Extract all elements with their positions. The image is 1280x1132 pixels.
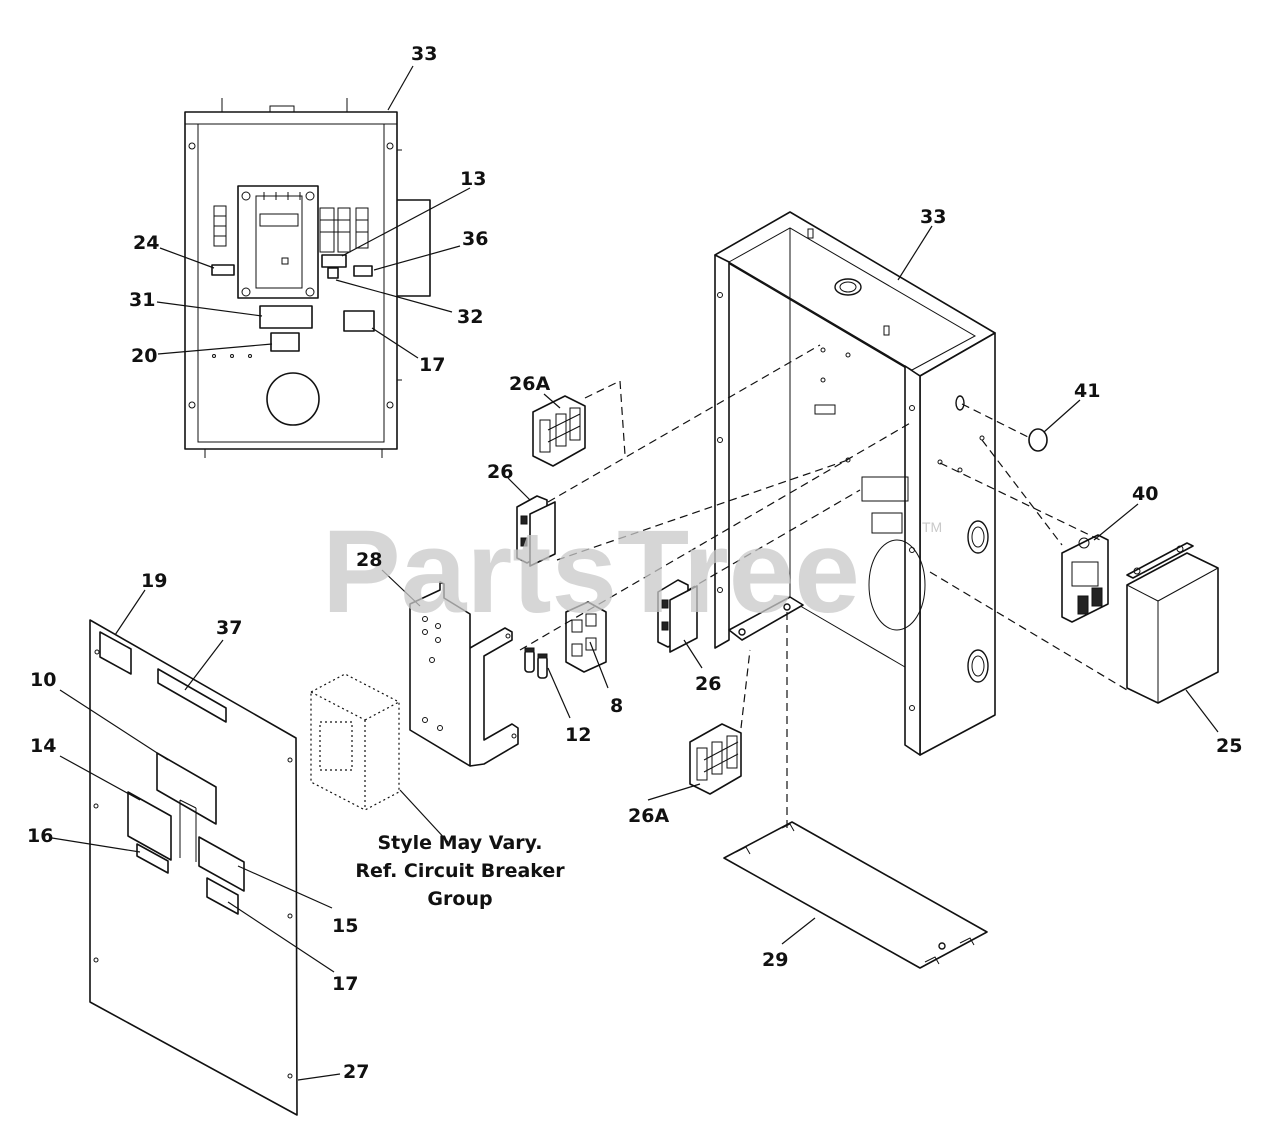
callout-14: 14 [30,735,56,757]
bracket-28 [409,581,519,767]
callout-31: 31 [129,289,155,311]
callout-12: 12 [565,724,591,746]
callout-32: 32 [457,306,483,328]
callout-8: 8 [610,695,623,717]
terminal-block-26A-lower [689,723,742,795]
callout-17-top: 17 [419,354,445,376]
alignment-lines [519,344,1128,830]
fuses-12 [524,647,548,679]
callout-41: 41 [1074,380,1100,402]
callout-26-lower: 26 [695,673,721,695]
front-panel-27 [89,619,298,1116]
note-line-1: Style May Vary. [377,832,542,854]
callout-10: 10 [30,669,56,691]
callout-17-bottom: 17 [332,973,358,995]
terminal-block-26A-upper [532,395,586,467]
watermark-brand: PartsTree [322,506,860,638]
callout-15: 15 [332,915,358,937]
bottom-plate-29 [723,821,988,969]
note-line-3: Group [427,888,492,910]
callout-33-top: 33 [411,43,437,65]
callout-28: 28 [356,549,382,571]
callout-27: 27 [343,1061,369,1083]
callout-25: 25 [1216,735,1242,757]
callout-20: 20 [131,345,157,367]
assembled-enclosure-view [184,98,431,458]
enclosure-frame [714,211,996,756]
callout-26A-lower: 26A [628,805,669,827]
callout-26-upper: 26 [487,461,513,483]
lug-26-lower [657,579,698,653]
callout-19: 19 [141,570,167,592]
callout-36: 36 [462,228,488,250]
circuit-breaker-outline [310,673,400,811]
callout-26A-upper: 26A [509,373,550,395]
watermark-tm: TM [922,519,942,535]
callout-29: 29 [762,949,788,971]
callout-16: 16 [27,825,53,847]
callout-13: 13 [460,168,486,190]
leader-lines [51,65,1219,1081]
lug-26-upper [516,495,556,567]
callout-33-right: 33 [920,206,946,228]
relay-40 [1061,534,1109,623]
callout-37: 37 [216,617,242,639]
callout-40: 40 [1132,483,1158,505]
box-25 [1126,542,1219,704]
callout-24: 24 [133,232,159,254]
washer-41 [1028,428,1048,452]
note-line-2: Ref. Circuit Breaker [355,860,565,882]
fuse-holder-8 [565,601,607,673]
